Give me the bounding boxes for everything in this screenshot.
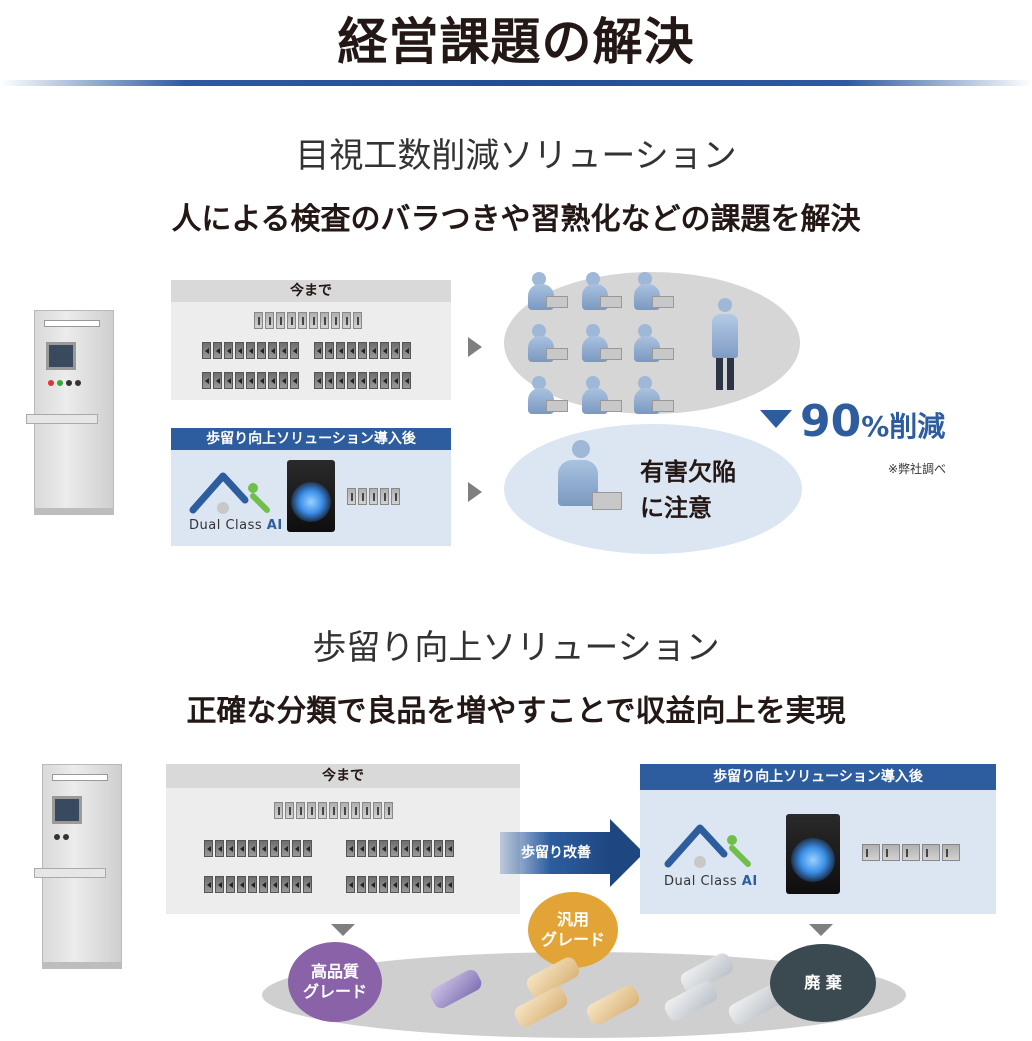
worker-icon bbox=[634, 270, 674, 312]
arrow-right-icon bbox=[468, 337, 482, 357]
section2-title: 歩留り向上ソリューション bbox=[312, 628, 720, 668]
before-panel: 今まで bbox=[171, 280, 451, 400]
chip-row bbox=[204, 876, 312, 893]
chip-row bbox=[346, 876, 454, 893]
chip-row bbox=[202, 342, 299, 359]
down-arrow-icon bbox=[760, 410, 792, 428]
badge-text: グレード bbox=[540, 930, 605, 949]
logo-text: Dual Class bbox=[664, 874, 742, 889]
dual-class-ai-logo-icon: Dual Class AI bbox=[187, 466, 297, 538]
down-arrow-icon bbox=[809, 924, 833, 936]
logo-text-ai: AI bbox=[741, 874, 758, 889]
server-icon bbox=[786, 814, 840, 894]
after-label: 歩留り向上ソリューション導入後 bbox=[640, 764, 996, 790]
section1-title: 目視工数削減ソリューション bbox=[295, 136, 737, 176]
chip-row bbox=[346, 840, 454, 857]
worker-icon bbox=[708, 298, 742, 394]
dual-class-ai-logo-icon: Dual Class AI bbox=[662, 818, 782, 894]
high-grade-badge: 高品質グレード bbox=[288, 942, 382, 1022]
arrow-right-icon bbox=[468, 482, 482, 502]
before-label: 今まで bbox=[166, 764, 520, 788]
worker-icon bbox=[582, 374, 622, 416]
chip-row bbox=[314, 342, 411, 359]
general-grade-badge: 汎用グレード bbox=[528, 892, 618, 968]
chip-row bbox=[314, 372, 411, 389]
badge-text: グレード bbox=[302, 982, 367, 1001]
inspection-machine-icon bbox=[34, 764, 130, 974]
chip-row bbox=[204, 840, 312, 857]
page-title: 経営課題の解決 bbox=[337, 13, 695, 71]
worker-icon bbox=[528, 270, 568, 312]
reduction-note: ※弊社調べ bbox=[888, 462, 947, 476]
chip-row bbox=[862, 844, 960, 861]
reduction-number: 90 bbox=[800, 396, 862, 447]
section2-subtitle: 正確な分類で良品を増やすことで収益向上を実現 bbox=[186, 694, 846, 729]
reduction-suffix: %削減 bbox=[861, 410, 946, 443]
yield-improvement-arrow: 歩留り改善 bbox=[500, 832, 612, 874]
down-arrow-icon bbox=[331, 924, 355, 936]
after-label: 歩留り向上ソリューション導入後 bbox=[171, 428, 451, 450]
chip-row bbox=[202, 372, 299, 389]
caution-text: 有害欠陥 bbox=[640, 458, 736, 486]
worker-icon bbox=[528, 374, 568, 416]
discard-badge: 廃 棄 bbox=[770, 944, 876, 1022]
badge-text: 汎用 bbox=[556, 910, 589, 929]
worker-icon bbox=[552, 440, 622, 526]
chip-row bbox=[254, 312, 362, 329]
worker-icon bbox=[582, 270, 622, 312]
chip-row bbox=[347, 488, 400, 505]
after-panel: 歩留り向上ソリューション導入後 Dual Class AI bbox=[171, 428, 451, 546]
reduction-stat: 90%削減 bbox=[800, 396, 945, 447]
before-label: 今まで bbox=[171, 280, 451, 302]
worker-icon bbox=[634, 374, 674, 416]
logo-text: Dual Class bbox=[189, 518, 267, 533]
title-divider bbox=[0, 80, 1032, 86]
arrow-head-icon bbox=[610, 819, 644, 887]
server-icon bbox=[287, 460, 335, 532]
ai-inspection-ellipse bbox=[504, 424, 802, 554]
chip-row bbox=[274, 802, 393, 819]
badge-text: 高品質 bbox=[310, 962, 359, 981]
worker-icon bbox=[582, 322, 622, 364]
logo-text-ai: AI bbox=[266, 518, 283, 533]
worker-icon bbox=[528, 322, 568, 364]
worker-icon bbox=[634, 322, 674, 364]
after-panel: 歩留り向上ソリューション導入後 Dual Class AI bbox=[640, 764, 996, 914]
section1-subtitle: 人による検査のバラつきや習熟化などの課題を解決 bbox=[171, 202, 861, 237]
before-panel: 今まで bbox=[166, 764, 520, 914]
inspection-machine-icon bbox=[26, 310, 122, 520]
caution-text: に注意 bbox=[640, 494, 712, 522]
